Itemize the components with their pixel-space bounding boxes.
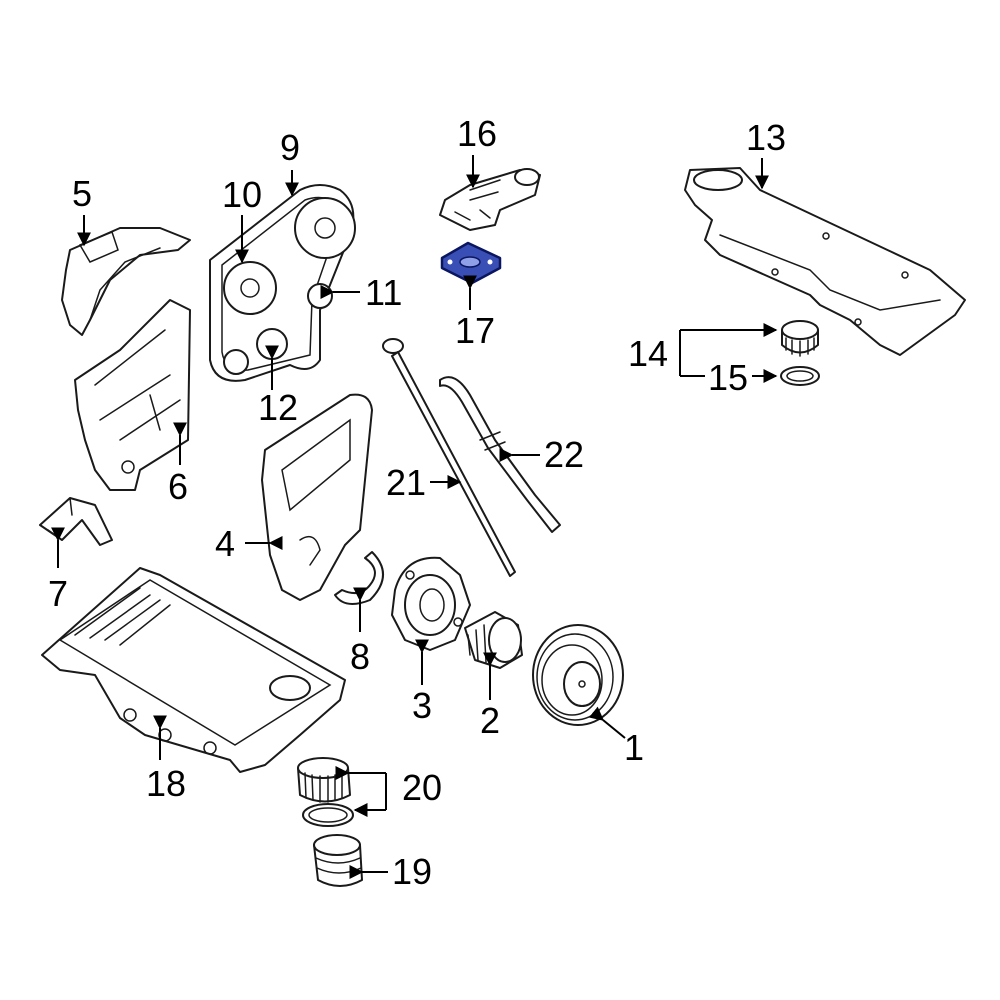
- callout-11: 11: [365, 272, 402, 313]
- callout-7: 7: [48, 573, 68, 614]
- callout-8: 8: [350, 636, 370, 677]
- part-1-crankshaft-pulley[interactable]: [532, 624, 624, 726]
- part-3-oil-pump[interactable]: [391, 556, 471, 651]
- part-9-timing-belt[interactable]: [209, 184, 356, 382]
- callout-4: 4: [215, 523, 235, 564]
- part-8-seal-ring-half[interactable]: [334, 551, 384, 605]
- callout-13: 13: [746, 117, 786, 158]
- callout-3: 3: [412, 685, 432, 726]
- part-21-dipstick[interactable]: [382, 338, 516, 577]
- callout-10: 10: [222, 174, 262, 215]
- part-4-timing-cover-lower[interactable]: [261, 393, 373, 601]
- callout-14: 14: [628, 333, 668, 374]
- part-16-solenoid[interactable]: [439, 168, 541, 231]
- leader-lines: [51, 155, 778, 879]
- callout-21: 21: [386, 462, 426, 503]
- callout-1: 1: [624, 727, 644, 768]
- part-5-timing-cover-upper[interactable]: [61, 227, 191, 336]
- callout-2: 2: [480, 700, 500, 741]
- part-20-oil-filter[interactable]: [297, 757, 354, 827]
- part-19-filter-housing[interactable]: [313, 834, 363, 887]
- callout-9: 9: [280, 127, 300, 168]
- part-14-oil-filler-cap[interactable]: [781, 320, 819, 357]
- part-15-seal-ring[interactable]: [780, 366, 820, 386]
- callout-19: 19: [392, 851, 432, 892]
- part-2-hub[interactable]: [464, 611, 523, 669]
- callout-22: 22: [544, 434, 584, 475]
- callout-17: 17: [455, 310, 495, 351]
- callout-6: 6: [168, 466, 188, 507]
- callout-20: 20: [402, 767, 442, 808]
- part-17-gasket-highlighted[interactable]: [440, 241, 502, 285]
- part-18-oil-pan[interactable]: [41, 567, 346, 773]
- part-13-engine-cover[interactable]: [684, 167, 966, 356]
- callout-15: 15: [708, 357, 748, 398]
- callout-labels: 1 2 3 4 5 6 7 8 9 10 11 12 13 14 15 16 1…: [48, 113, 786, 892]
- part-6-rear-timing-cover[interactable]: [74, 299, 191, 491]
- part-7-bracket[interactable]: [39, 497, 113, 546]
- callout-16: 16: [457, 113, 497, 154]
- callout-18: 18: [146, 763, 186, 804]
- callout-12: 12: [258, 387, 298, 428]
- part-22-dipstick-tube[interactable]: [439, 376, 561, 533]
- callout-5: 5: [72, 173, 92, 214]
